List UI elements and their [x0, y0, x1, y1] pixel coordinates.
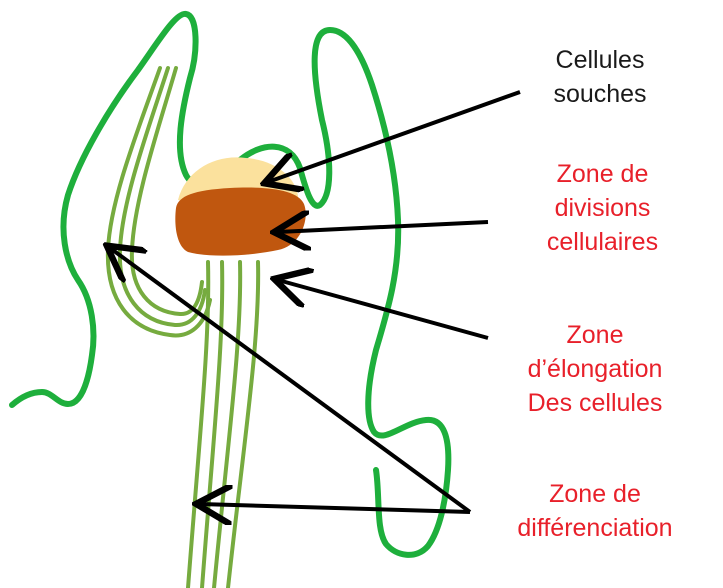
- label-division-zone: Zone de divisions cellulaires: [515, 157, 690, 259]
- label-division-zone-line-3: cellulaires: [515, 225, 690, 259]
- apex-outline: [12, 14, 448, 555]
- stem-vascular-4: [228, 262, 258, 588]
- label-division-zone-line-1: Zone de: [515, 157, 690, 191]
- label-stem-cells-line-2: souches: [520, 77, 680, 111]
- label-stem-cells-line-1: Cellules: [520, 43, 680, 77]
- label-division-zone-line-2: divisions: [515, 191, 690, 225]
- label-differentiation-zone-line-2: différenciation: [480, 511, 710, 545]
- label-elongation-zone-line-1: Zone: [486, 318, 704, 352]
- label-elongation-zone: Zone d’élongation Des cellules: [486, 318, 704, 420]
- arrow-division-zone: [278, 222, 488, 232]
- cell-division-zone: [175, 188, 305, 256]
- label-elongation-zone-line-2: d’élongation: [486, 352, 704, 386]
- label-differentiation-zone-line-1: Zone de: [480, 477, 710, 511]
- arrow-differentiation-leaf: [110, 248, 470, 512]
- label-elongation-zone-line-3: Des cellules: [486, 386, 704, 420]
- stem-vascular-3: [214, 262, 240, 588]
- arrow-differentiation-stem: [200, 504, 470, 512]
- label-stem-cells: Cellules souches: [520, 43, 680, 111]
- label-differentiation-zone: Zone de différenciation: [480, 477, 710, 545]
